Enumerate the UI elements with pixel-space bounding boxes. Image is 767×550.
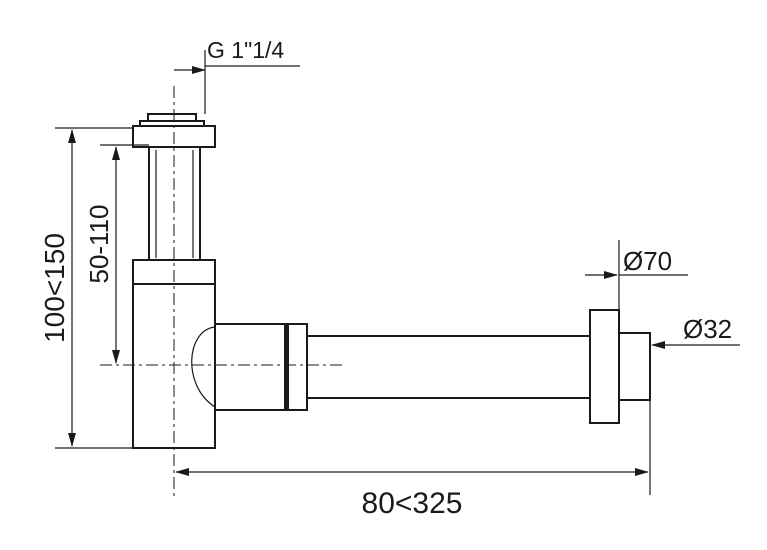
flange-diameter-label: Ø70 — [623, 246, 672, 276]
adjust-height-label: 50-110 — [84, 204, 114, 283]
overall-height-dimension: 100<150 — [39, 127, 133, 449]
outlet-diameter-dimension: Ø32 — [651, 314, 740, 349]
outlet-diameter-label: Ø32 — [683, 314, 732, 344]
horizontal-pipe — [306, 335, 591, 399]
outlet-nut-ring — [284, 324, 289, 410]
thread-label: G 1"1/4 — [207, 37, 284, 63]
flange-diameter-dimension: Ø70 — [585, 240, 688, 310]
adjust-height-dimension: 50-110 — [84, 144, 149, 364]
length-label: 80<325 — [362, 487, 463, 520]
length-dimension: 80<325 — [175, 400, 651, 520]
wall-spigot — [618, 332, 651, 401]
thread-dimension: G 1"1/4 — [174, 37, 300, 114]
inner-outlet-curve — [191, 326, 216, 408]
overall-height-label: 100<150 — [39, 233, 70, 343]
outlet-pipe — [214, 309, 651, 424]
wall-flange — [589, 309, 620, 424]
outlet-nut — [214, 323, 308, 411]
